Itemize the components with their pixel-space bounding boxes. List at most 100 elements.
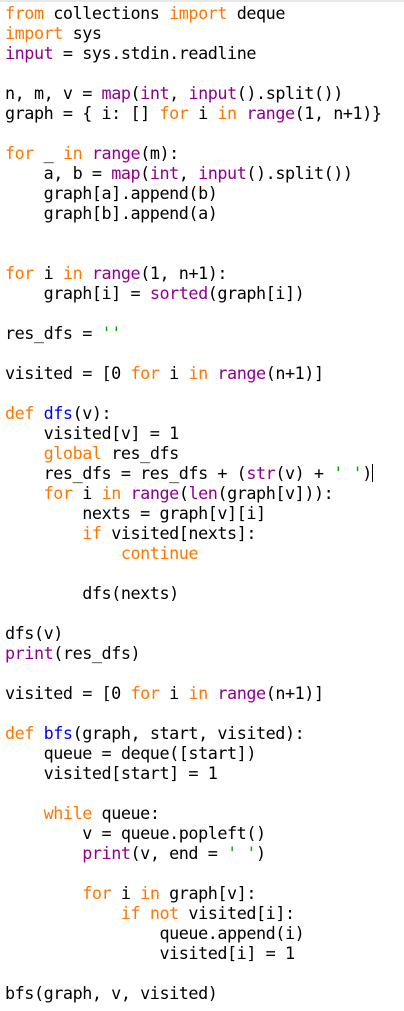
code-token	[34, 723, 44, 743]
code-line[interactable]: graph[a].append(b)	[5, 183, 382, 203]
code-line[interactable]	[5, 703, 382, 723]
keyword-token: for	[5, 143, 34, 163]
code-line[interactable]: if visited[nexts]:	[5, 523, 382, 543]
code-token: (1, n+1)}	[294, 103, 382, 123]
code-token: ().split())	[236, 83, 344, 103]
code-token: (v, end =	[130, 843, 228, 863]
code-line[interactable]: def dfs(v):	[5, 403, 382, 423]
code-token	[121, 483, 131, 503]
code-line[interactable]: print(res_dfs)	[5, 643, 382, 663]
code-token: i	[72, 483, 102, 503]
code-line[interactable]: input = sys.stdin.readline	[5, 43, 382, 63]
code-line[interactable]: graph = { i: [] for i in range(1, n+1)}	[5, 103, 382, 123]
code-token	[5, 883, 82, 903]
code-token: sys	[62, 23, 102, 43]
code-line[interactable]	[5, 343, 382, 363]
code-line[interactable]: visited[v] = 1	[5, 423, 382, 443]
code-line[interactable]: v = queue.popleft()	[5, 823, 382, 843]
keyword-token: in	[62, 143, 83, 163]
code-line[interactable]: for i in range(len(graph[v])):	[5, 483, 382, 503]
text-cursor	[371, 464, 373, 482]
code-line[interactable]: nexts = graph[v][i]	[5, 503, 382, 523]
keyword-token: for	[82, 883, 112, 903]
code-line[interactable]: visited[i] = 1	[5, 943, 382, 963]
string-token: ''	[101, 323, 122, 343]
code-line[interactable]: for i in range(1, n+1):	[5, 263, 382, 283]
builtin-token: range	[217, 683, 266, 703]
code-line[interactable]: queue.append(i)	[5, 923, 382, 943]
code-token: dfs(nexts)	[5, 583, 179, 603]
keyword-token: for	[130, 683, 160, 703]
code-line[interactable]: def bfs(graph, start, visited):	[5, 723, 382, 743]
code-line[interactable]	[5, 863, 382, 883]
keyword-token: in	[101, 483, 122, 503]
code-line[interactable]	[5, 383, 382, 403]
code-line[interactable]: queue = deque([start])	[5, 743, 382, 763]
builtin-token: input	[198, 163, 247, 183]
code-line[interactable]	[5, 663, 382, 683]
code-token: graph[b].append(a)	[5, 203, 218, 223]
code-line[interactable]	[5, 63, 382, 83]
code-token: (graph[v])):	[217, 483, 334, 503]
builtin-token: print	[82, 843, 131, 863]
code-line[interactable]: if not visited[i]:	[5, 903, 382, 923]
code-line[interactable]: print(v, end = ' ')	[5, 843, 382, 863]
code-line[interactable]: continue	[5, 543, 382, 563]
code-line[interactable]: visited = [0 for i in range(n+1)]	[5, 683, 382, 703]
code-line[interactable]: visited[start] = 1	[5, 763, 382, 783]
code-line[interactable]	[5, 243, 382, 263]
code-line[interactable]	[5, 563, 382, 583]
code-token: a, b =	[5, 163, 112, 183]
code-token: visited = [0	[5, 363, 131, 383]
code-line[interactable]	[5, 603, 382, 623]
code-token: graph[i] =	[5, 283, 150, 303]
code-token: graph[a].append(b)	[5, 183, 218, 203]
code-line[interactable]	[5, 303, 382, 323]
code-line[interactable]	[5, 963, 382, 983]
code-line[interactable]: import sys	[5, 23, 382, 43]
code-line[interactable]: visited = [0 for i in range(n+1)]	[5, 363, 382, 383]
code-line[interactable]: graph[b].append(a)	[5, 203, 382, 223]
code-line[interactable]: dfs(nexts)	[5, 583, 382, 603]
code-token: deque	[227, 3, 286, 23]
code-line[interactable]: graph[i] = sorted(graph[i])	[5, 283, 382, 303]
code-line[interactable]: bfs(graph, v, visited)	[5, 983, 382, 1003]
code-token: visited[nexts]:	[101, 523, 256, 543]
code-line[interactable]: for i in graph[v]:	[5, 883, 382, 903]
code-token: i	[159, 363, 189, 383]
code-line[interactable]: from collections import deque	[5, 3, 382, 23]
code-token: (v) +	[275, 463, 334, 483]
code-token: nexts = graph[v][i]	[5, 503, 266, 523]
editor-top-border	[0, 0, 404, 2]
code-line[interactable]	[5, 123, 382, 143]
code-line[interactable]: global res_dfs	[5, 443, 382, 463]
code-token: (	[130, 83, 141, 103]
builtin-token: range	[91, 263, 141, 283]
code-line[interactable]: res_dfs = ''	[5, 323, 382, 343]
code-line[interactable]: while queue:	[5, 803, 382, 823]
builtin-token: print	[5, 643, 54, 663]
keyword-token: for	[159, 103, 189, 123]
code-token: queue:	[91, 803, 160, 823]
code-line[interactable]	[5, 223, 382, 243]
keyword-token: for	[5, 263, 34, 283]
code-token: _	[33, 143, 63, 163]
code-line[interactable]: dfs(v)	[5, 623, 382, 643]
code-token: v = queue.popleft()	[5, 823, 266, 843]
code-line[interactable]: for _ in range(m):	[5, 143, 382, 163]
code-token	[5, 543, 121, 563]
keyword-token: not	[149, 903, 179, 923]
builtin-token: sorted	[149, 283, 208, 303]
keyword-token: continue	[120, 543, 199, 563]
code-token: res_dfs = res_dfs + (	[5, 463, 247, 483]
code-line[interactable]	[5, 783, 382, 803]
code-token: collections	[43, 3, 170, 23]
builtin-token: input	[5, 43, 54, 63]
code-line[interactable]: a, b = map(int, input().split())	[5, 163, 382, 183]
code-line[interactable]: n, m, v = map(int, input().split())	[5, 83, 382, 103]
code-line[interactable]: res_dfs = res_dfs + (str(v) + ' ')	[5, 463, 382, 483]
code-token: (n+1)]	[265, 363, 324, 383]
code-token	[208, 683, 218, 703]
